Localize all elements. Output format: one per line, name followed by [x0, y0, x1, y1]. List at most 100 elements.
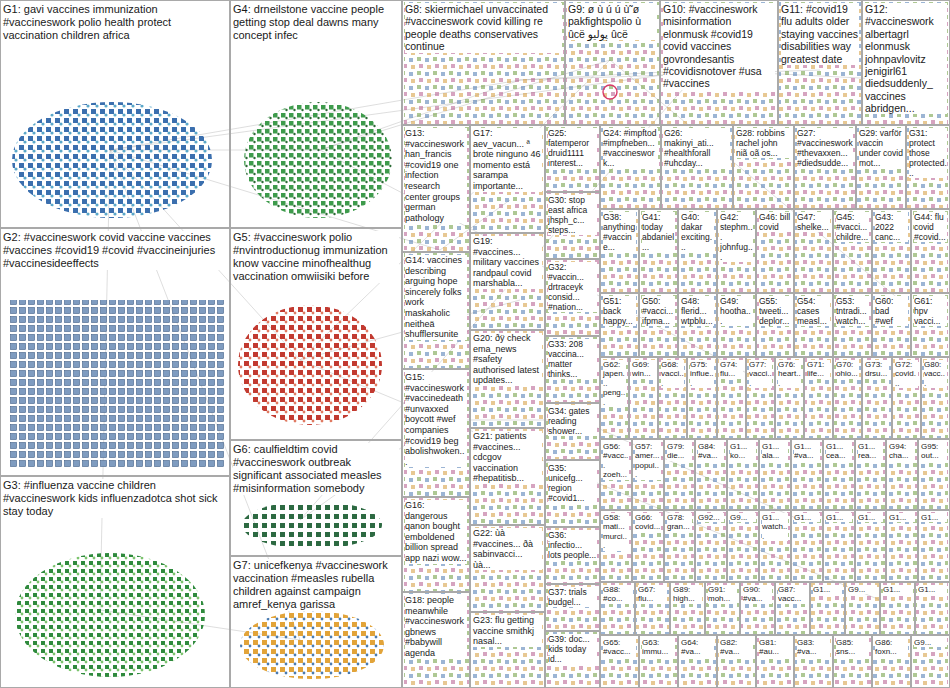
group-label: G1... [794, 513, 820, 522]
group-box: G77: vacci... [746, 357, 775, 439]
group-label: G65: #vacc... [603, 638, 636, 657]
vertex-cluster [12, 102, 212, 218]
group-box: G1... [880, 582, 915, 635]
group-box: G1... [823, 510, 855, 582]
group-label: G1... ala... [762, 442, 788, 461]
group-label: G67: flu... [638, 585, 667, 604]
group-label: G15: #vaccineswork #vaccinedeath #unvaxx… [405, 372, 467, 467]
group-label: G34: gates reading shower... [548, 406, 597, 436]
group-label: G44: flu covid #covid... [914, 212, 947, 242]
group-box: G27: #vaccineswork #thevaxxen... #diedsu… [794, 125, 856, 209]
group-box: G10: #vaccineswork misinformation elonmu… [660, 0, 778, 125]
group-box: G46: bill covid [756, 209, 794, 293]
group-label: G9: ø ù ú ú ù˜ø pakfightspolio ù ûcë پول… [568, 3, 657, 40]
group-label: G94: cha... [889, 442, 915, 461]
group-box: G13: #vaccineswork han_francis #covid19 … [402, 125, 470, 252]
group-box: G1... ala... [759, 439, 791, 510]
vertex-field [404, 2, 948, 686]
group-label: G11: #covid19 flu adults older staying v… [781, 3, 859, 65]
group-box: G17: aev_vacun... ª brote ninguno 46 mom… [470, 125, 545, 233]
group-box: G33: 208 vaccina... matter thinks... [545, 336, 600, 403]
group-label: G20: ðÿ check ema_news #safety authorise… [473, 333, 542, 386]
group-box: G14: vaccines describing arguing hope si… [402, 252, 470, 369]
group-label: G30: stop east africa jhsph_c... steps..… [548, 195, 597, 235]
group-label: G90: #va... [743, 585, 772, 604]
group-label: G1... [858, 513, 883, 522]
group-box: G45: #vacci... childre... [833, 209, 872, 293]
group-box: G73: drsu... [862, 357, 892, 439]
group-label: G43: 2022 canc... [875, 212, 908, 242]
group-label: G1... [889, 513, 915, 522]
group-box: G72: covid... [892, 357, 921, 439]
group-label: G19: #vaccines... military vaccines rand… [473, 236, 542, 289]
group-box: G88: #co... [600, 582, 635, 635]
group-box: G9... [845, 582, 880, 635]
group-box: G64: #va... [678, 635, 717, 688]
group-label: G89: high... [673, 585, 702, 604]
group-label: G1... cea... [826, 442, 852, 461]
group-label: G95: out... [921, 442, 947, 461]
group-box: G81: #au... [756, 635, 794, 688]
group-label: G22: ùà #vaccines... ðà sabinvacci... ùà… [473, 528, 542, 570]
group-label: G48: flerid... wtpblu... [681, 296, 714, 326]
group-label: G31: protect those protected... [909, 128, 947, 178]
group-label: G63: immu... [642, 638, 675, 657]
group-box: G15: #vaccineswork #vaccinedeath #unvaxx… [402, 369, 470, 497]
group-label: G77: vacci... [749, 360, 772, 388]
group-box: G94: cha... [886, 439, 918, 510]
group-label: G3: #influenza vaccine children #vaccine… [3, 479, 227, 518]
group-label: G33: 208 vaccina... matter thinks... [548, 339, 597, 379]
group-box: G68: vacci... [658, 357, 687, 439]
group-label: G66: covid... [635, 513, 661, 532]
group-label: G1... #va... [794, 442, 820, 461]
group-box: G9... [727, 510, 759, 582]
group-label: G71: life... [807, 360, 830, 379]
group-label: G39: doc... kids today id... [548, 634, 597, 664]
group-box: G1... [791, 510, 823, 582]
group-label: G50: #vacci... ifpma... [642, 296, 675, 326]
vertex-cluster [242, 501, 382, 549]
vertex-cluster [238, 305, 382, 425]
group-label: G36: infectio... lots people... [548, 530, 597, 560]
group-label: G1... rea... [858, 442, 883, 461]
group-box: G44: flu covid #covid... [911, 209, 950, 293]
group-box: G49: hootha... [717, 293, 756, 357]
group-label: G83: #va... [797, 638, 830, 657]
group-label: G14: vaccines describing arguing hope si… [405, 255, 467, 340]
vertex-cluster [15, 553, 205, 677]
group-box: G24: #impftod #impfneben... #vaccineswor… [600, 125, 661, 209]
group-box: G9... [911, 635, 950, 688]
group-box: G55: tweeti... deplor... [756, 293, 794, 357]
group-box: G87: vacc... [775, 582, 810, 635]
group-label: G82: #va... [720, 638, 753, 657]
group-label: G61: hpv vacci... [914, 296, 947, 326]
group-label: G4: drneilstone vaccine people getting s… [233, 3, 399, 42]
group-label: G9... [848, 585, 877, 594]
group-box: G21: patients #vaccines... cdcgov vaccin… [470, 428, 545, 525]
group-label: G56: #vacc... zoeh... [603, 442, 629, 480]
group-box: G4: drneilstone vaccine people getting s… [230, 0, 402, 228]
group-box: G95: out... [918, 439, 950, 510]
group-label: G1... ko... [730, 442, 756, 461]
group-label: G26: makinyi_ati... #healthforall #uhcda… [664, 128, 730, 168]
group-label: G7: unicefkenya #vaccineswork vaccinatio… [233, 559, 399, 611]
group-label: G91: moh... [708, 585, 737, 604]
group-box: G74: flu... [717, 357, 746, 439]
group-label: G92... [698, 513, 724, 522]
group-box: G1... rea... [855, 439, 886, 510]
group-label: G57: amer... popul... [635, 442, 661, 480]
group-label: G25: fatemperor druid1111 interest... [548, 128, 597, 168]
group-box: G1... [915, 582, 950, 635]
group-label: G18: people meanwhile #vaccineswork gbne… [405, 595, 467, 659]
group-box: G23: flu getting vaccine smithkj nasal..… [470, 612, 545, 688]
group-label: G41: today abdaniel... [642, 212, 675, 252]
group-label: G51: back happy... [603, 296, 636, 326]
group-box: G1... [810, 582, 845, 635]
group-box: G79: die... [664, 439, 695, 510]
group-label: G1... [826, 513, 852, 522]
group-label: G85: sns... [836, 638, 869, 657]
group-label: G29: varför vaccin under covid mot... [859, 128, 903, 168]
group-label: G8: skiermichael unvaccinated #vaccinesw… [405, 3, 562, 53]
group-box: G35: unicefg... region #covid1... [545, 460, 600, 527]
